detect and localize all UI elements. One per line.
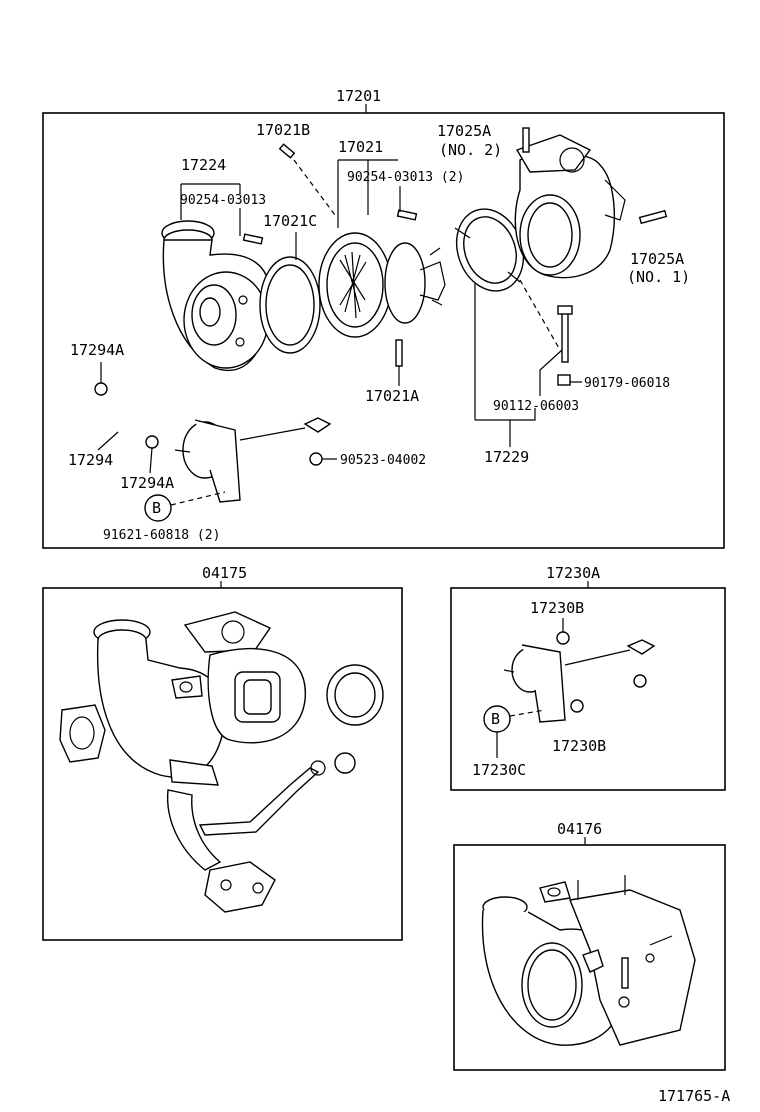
- leader-17229: [474, 282, 536, 447]
- center-cartridge-17021: [318, 232, 446, 338]
- label-90523: 90523-04002: [340, 453, 426, 468]
- kit-04175-box: [42, 587, 403, 941]
- dashed-B-17230A: [509, 709, 546, 717]
- label-17230B-top: 17230B: [530, 599, 584, 617]
- label-17025A-no1: 17025A: [630, 250, 684, 268]
- label-04175: 04175: [202, 564, 247, 582]
- nut-90179: [557, 374, 571, 386]
- actuator-17230A: [503, 639, 656, 723]
- gasket-17021C: [259, 256, 321, 354]
- label-17201: 17201: [336, 87, 381, 105]
- stud-17025A-no1: [638, 209, 668, 225]
- wastegate-actuator: [174, 417, 332, 503]
- label-17025A-no2-sub: (NO. 2): [439, 141, 502, 159]
- label-90254-b: 90254-03013 (2): [347, 170, 464, 185]
- label-17224: 17224: [181, 156, 226, 174]
- turbo-assembly-04176: [481, 875, 696, 1046]
- compressor-housing: [514, 134, 626, 279]
- label-90179: 90179-06018: [584, 376, 670, 391]
- leader-17021: [337, 159, 398, 228]
- dashed-B-actuator: [170, 491, 226, 506]
- assembly-17201-box: [42, 112, 725, 549]
- footer-code: 171765-A: [658, 1087, 730, 1105]
- marker-B-17230A: B: [483, 705, 511, 733]
- clip-17230B-right: [633, 674, 647, 688]
- label-04176: 04176: [557, 820, 602, 838]
- label-90254-a: 90254-03013: [180, 193, 266, 208]
- label-17294: 17294: [68, 451, 113, 469]
- marker-B-assembly: B: [144, 494, 172, 522]
- label-17021: 17021: [338, 138, 383, 156]
- leader-17294A-bottom: [149, 447, 153, 474]
- stud-17025A-no2: [522, 127, 530, 153]
- label-17021A: 17021A: [365, 387, 419, 405]
- kit-17230A-box: [450, 587, 726, 791]
- label-90112: 90112-06003: [493, 399, 579, 414]
- turbo-assembly-04175: [59, 611, 384, 913]
- clip-17230B-bottom: [570, 699, 584, 713]
- svg-text:B: B: [491, 710, 500, 728]
- stud-17021A: [395, 339, 403, 367]
- leader-17294: [97, 431, 119, 451]
- clip-17294A-top: [94, 382, 108, 396]
- label-17230A: 17230A: [546, 564, 600, 582]
- bolt-90112: [557, 305, 573, 363]
- clip-90523: [309, 452, 323, 466]
- label-17025A-no1-sub: (NO. 1): [627, 268, 690, 286]
- label-17021C: 17021C: [263, 212, 317, 230]
- label-17025A-no2: 17025A: [437, 122, 491, 140]
- label-17230B-bottom: 17230B: [552, 737, 606, 755]
- kit-04176-box: [453, 844, 726, 1071]
- bolt-90254-right: [396, 209, 418, 221]
- label-91621: 91621-60818 (2): [103, 528, 220, 543]
- stud-17021B: [278, 143, 296, 159]
- label-17021B: 17021B: [256, 121, 310, 139]
- hose-17294: [111, 397, 141, 443]
- leader-17224: [180, 183, 241, 220]
- label-17230C: 17230C: [472, 761, 526, 779]
- clip-17294A-bottom: [145, 435, 159, 449]
- svg-text:B: B: [152, 499, 161, 517]
- clip-17230B-top: [556, 631, 570, 645]
- dashed-17021B: [293, 159, 336, 216]
- label-17294A-top: 17294A: [70, 341, 124, 359]
- label-17294A-bottom: 17294A: [120, 474, 174, 492]
- dashed-clamp-bolt: [519, 279, 561, 351]
- leader-90112: [539, 349, 563, 396]
- turbine-housing-17224: [161, 220, 271, 371]
- label-17229: 17229: [484, 448, 529, 466]
- bolt-90254-left: [242, 233, 264, 245]
